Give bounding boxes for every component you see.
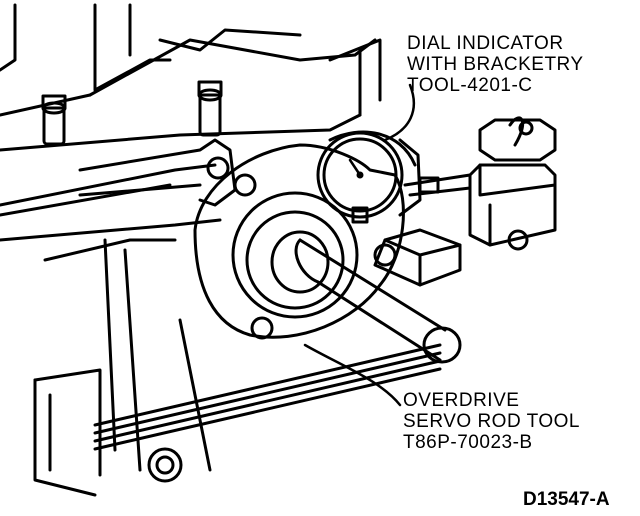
indicator-plunger	[403, 173, 472, 197]
case-bolts	[41, 80, 223, 146]
servo-band-strap	[93, 343, 442, 451]
callout-line: SERVO ROD TOOL	[403, 411, 580, 432]
figure-code: D13547-A	[523, 489, 610, 510]
servo-piston	[231, 191, 359, 319]
servo-rod-tool	[294, 238, 462, 364]
dial-indicator-leader-line	[383, 83, 416, 142]
magnetic-base	[468, 116, 557, 251]
callout-line: T86P-70023-B	[403, 432, 533, 453]
callout-line: TOOL-4201-C	[407, 75, 533, 96]
lower-case	[33, 238, 212, 497]
callout-line: DIAL INDICATOR	[407, 33, 564, 54]
servo-rod-tool-callout: OVERDRIVE SERVO ROD TOOL T86P-70023-B	[403, 390, 580, 453]
indicator-bracket-base	[373, 228, 462, 287]
dial-indicator-callout: DIAL INDICATOR WITH BRACKETRY TOOL-4201-…	[407, 33, 584, 96]
transmission-case	[0, 3, 382, 262]
callout-line: OVERDRIVE	[403, 390, 520, 411]
bushing	[147, 447, 183, 483]
servo-cover-plate	[193, 143, 405, 340]
callout-line: WITH BRACKETRY	[407, 54, 584, 75]
servo-rod-tool-leader-line	[303, 343, 402, 407]
bracket-bar	[78, 138, 237, 207]
